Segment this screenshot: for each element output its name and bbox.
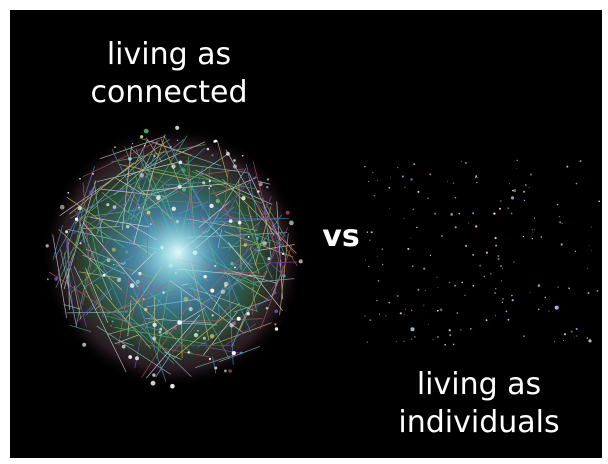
- connected-caption-line-1: living as: [106, 37, 232, 72]
- individuals-caption-line-1: living as: [416, 367, 542, 402]
- individuals-caption: living as individuals: [356, 366, 602, 442]
- scattered-stars-image: [364, 159, 600, 346]
- connected-caption: living as connected: [54, 36, 284, 112]
- individuals-caption-line-2: individuals: [398, 405, 560, 440]
- network-cluster-image: [41, 125, 305, 389]
- connected-caption-line-2: connected: [90, 75, 248, 110]
- slide: living as connected vs living as indiv: [10, 10, 602, 458]
- vs-label: vs: [322, 219, 360, 254]
